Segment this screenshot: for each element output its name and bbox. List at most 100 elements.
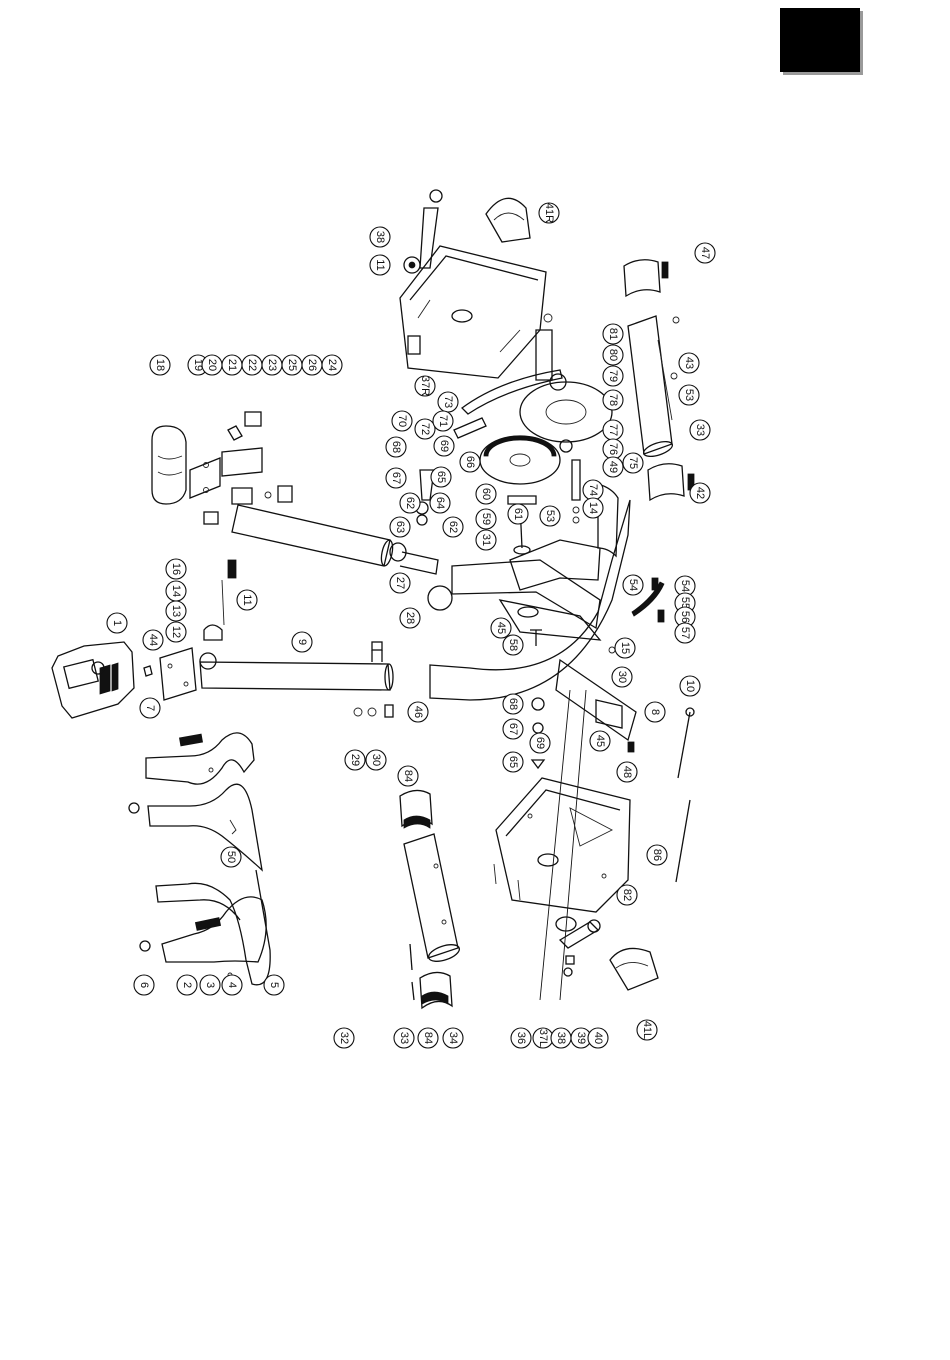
part-callout: 58 xyxy=(503,635,523,655)
callout-number: 2 xyxy=(181,982,193,988)
right-chain-cover xyxy=(400,246,546,378)
part-callout: 33 xyxy=(394,1028,414,1048)
part-callouts: 1744121314161191819202122232526242728462… xyxy=(107,203,715,1048)
part-callout: 3 xyxy=(200,975,220,995)
callout-number: 65 xyxy=(435,471,447,483)
callout-number: 82 xyxy=(621,889,633,901)
part-callout: 68 xyxy=(386,437,406,457)
callout-number: 37L xyxy=(537,1029,549,1047)
part-callout: 8 xyxy=(645,702,665,722)
part-callout: 49 xyxy=(603,457,623,477)
part-callout: 13 xyxy=(166,601,186,621)
part-callout: 50 xyxy=(221,847,241,867)
callout-number: 26 xyxy=(306,359,318,371)
callout-number: 66 xyxy=(464,456,476,468)
callout-number: 48 xyxy=(621,766,633,778)
callout-number: 18 xyxy=(154,359,166,371)
callout-number: 56 xyxy=(679,611,691,623)
part-callout: 73 xyxy=(438,392,458,412)
callout-number: 14 xyxy=(170,585,182,597)
part-callout: 24 xyxy=(322,355,342,375)
callout-number: 7 xyxy=(144,705,156,711)
callout-number: 21 xyxy=(226,359,238,371)
callout-number: 33 xyxy=(398,1032,410,1044)
part-callout: 68 xyxy=(503,694,523,714)
part-callout: 64 xyxy=(430,493,450,513)
callout-number: 8 xyxy=(649,709,661,715)
callout-number: 22 xyxy=(246,359,258,371)
part-callout: 79 xyxy=(603,366,623,386)
callout-number: 84 xyxy=(422,1032,434,1044)
callout-number: 12 xyxy=(170,626,182,638)
part-callout: 34 xyxy=(443,1028,463,1048)
left-crank-pedal xyxy=(556,917,658,990)
callout-number: 67 xyxy=(507,723,519,735)
callout-number: 15 xyxy=(619,642,631,654)
part-callout: 37R xyxy=(415,376,435,396)
callout-number: 63 xyxy=(394,521,406,533)
callout-number: 25 xyxy=(286,359,298,371)
callout-number: 61 xyxy=(512,508,524,520)
callout-number: 68 xyxy=(390,441,402,453)
part-callout: 11 xyxy=(370,255,390,275)
tension-cable xyxy=(676,708,694,882)
part-callout: 20 xyxy=(202,355,222,375)
callout-number: 77 xyxy=(607,424,619,436)
callout-number: 32 xyxy=(338,1032,350,1044)
part-callout: 78 xyxy=(603,390,623,410)
console-part xyxy=(52,642,134,718)
callout-number: 33 xyxy=(694,424,706,436)
part-callout: 11 xyxy=(237,590,257,610)
callout-number: 28 xyxy=(404,612,416,624)
part-callout: 61 xyxy=(508,504,528,524)
callout-number: 86 xyxy=(651,849,663,861)
callout-number: 54 xyxy=(679,580,691,592)
callout-number: 9 xyxy=(296,639,308,645)
part-callout: 43 xyxy=(679,353,699,373)
callout-number: 4 xyxy=(226,982,238,988)
callout-number: 30 xyxy=(370,754,382,766)
callout-number: 44 xyxy=(147,634,159,646)
callout-number: 13 xyxy=(170,605,182,617)
part-callout: 65 xyxy=(503,752,523,772)
callout-number: 62 xyxy=(447,521,459,533)
part-callout: 37L xyxy=(533,1028,553,1048)
callout-number: 40 xyxy=(592,1032,604,1044)
part-callout: 70 xyxy=(392,411,412,431)
callout-number: 14 xyxy=(587,502,599,514)
right-crank-pedal xyxy=(404,190,530,273)
callout-number: 39 xyxy=(575,1032,587,1044)
left-chain-cover xyxy=(496,778,630,912)
part-callout: 25 xyxy=(282,355,302,375)
callout-number: 65 xyxy=(507,756,519,768)
front-stabiliser xyxy=(400,790,461,1008)
callout-number: 72 xyxy=(419,423,431,435)
part-callout: 30 xyxy=(612,667,632,687)
callout-number: 59 xyxy=(480,513,492,525)
part-callout: 77 xyxy=(603,420,623,440)
part-callout: 4 xyxy=(222,975,242,995)
part-callout: 41R xyxy=(539,203,559,223)
callout-number: 1 xyxy=(111,620,123,626)
part-callout: 66 xyxy=(460,452,480,472)
part-callout: 21 xyxy=(222,355,242,375)
callout-number: 73 xyxy=(442,396,454,408)
part-callout: 69 xyxy=(530,733,550,753)
part-callout: 2 xyxy=(177,975,197,995)
part-callout: 14 xyxy=(166,581,186,601)
callout-number: 37R xyxy=(419,376,431,396)
callout-number: 45 xyxy=(495,622,507,634)
callout-number: 5 xyxy=(268,982,280,988)
part-callout: 29 xyxy=(345,750,365,770)
part-callout: 45 xyxy=(590,731,610,751)
callout-number: 47 xyxy=(699,247,711,259)
callout-number: 23 xyxy=(266,359,278,371)
callout-number: 68 xyxy=(507,698,519,710)
callout-number: 79 xyxy=(607,370,619,382)
callout-number: 64 xyxy=(434,497,446,509)
part-callout: 53 xyxy=(679,385,699,405)
callout-number: 58 xyxy=(507,639,519,651)
part-callout: 36 xyxy=(511,1028,531,1048)
part-callout: 7 xyxy=(140,698,160,718)
